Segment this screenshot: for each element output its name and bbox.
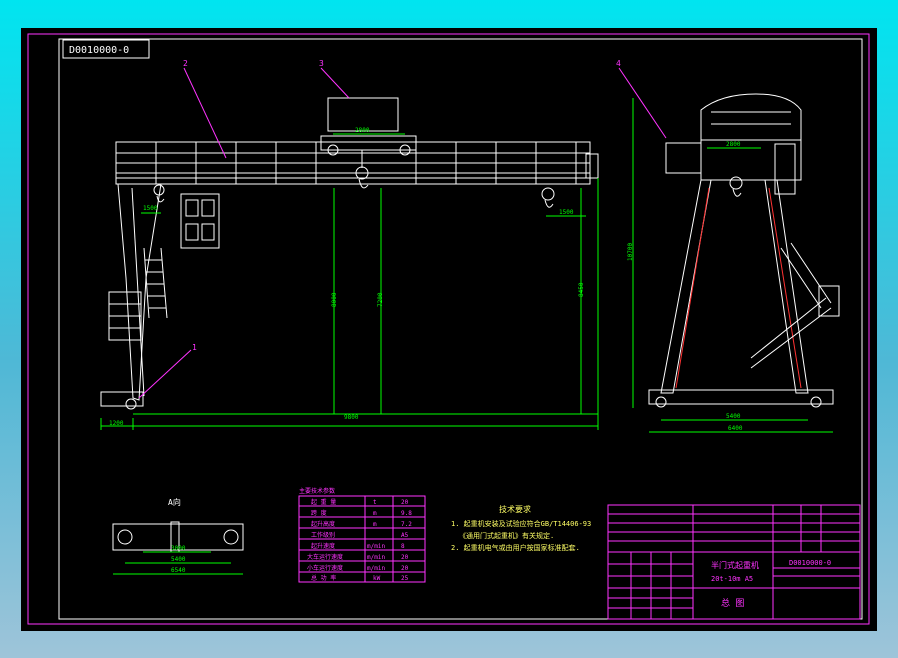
side-elevation [648, 93, 840, 408]
title-drawing-number: D0010000-0 [789, 559, 831, 567]
trolley-frame [320, 135, 417, 151]
spec-row-6-unit: m/min [367, 565, 385, 572]
side-leg-left [660, 179, 712, 394]
callout-3: 3 [319, 59, 324, 68]
spec-row-4-name: 起升速度 [311, 542, 335, 550]
callout-4: 4 [616, 59, 621, 68]
tech-req-line-1: 1. 起重机安装及试验应符合GB/T14406-93 [451, 519, 591, 528]
dim-plan-inner: 3000 [171, 545, 186, 552]
dim-side-base-outer: 6400 [728, 425, 743, 432]
spec-row-7-unit: kW [373, 575, 381, 582]
front-dimensions [100, 133, 599, 430]
title-block [607, 504, 861, 620]
side-dimensions [632, 98, 833, 433]
dim-hoist-height: 8000 [331, 292, 338, 307]
spec-row-0-value: 20 [401, 499, 409, 506]
inner-frame [58, 38, 863, 620]
dim-side-top: 2800 [726, 141, 741, 148]
dim-right-cantilever: 1500 [559, 209, 574, 216]
spec-row-1-name: 跨 度 [311, 509, 327, 517]
callout-2: 2 [183, 59, 188, 68]
plan-dimensions [113, 551, 243, 575]
electrical-cabinet [180, 193, 220, 249]
spec-row-3-value: A5 [401, 532, 409, 539]
dim-side-height: 10700 [627, 243, 634, 261]
spec-row-5-value: 20 [401, 554, 409, 561]
outer-frame [27, 33, 870, 625]
callout-leaders [138, 67, 667, 399]
tech-req-line-3: 2. 起重机电气或由用户按国家标准配套. [451, 543, 580, 552]
title-model: 20t-10m A5 [711, 575, 753, 583]
dim-plan-outer: 6540 [171, 567, 186, 574]
title-product-name: 半门式起重机 [711, 560, 759, 570]
spec-row-2-value: 7.2 [401, 521, 412, 528]
spec-row-5-unit: m/min [367, 554, 385, 561]
spec-row-5-name: 大车运行速度 [307, 553, 343, 561]
side-leg-right [764, 179, 809, 394]
dim-hoist-spacing: 2800 [355, 127, 370, 134]
spec-row-6-value: 20 [401, 565, 409, 572]
cad-drawing: D0010000-0 [27, 33, 870, 625]
spec-row-7-name: 总 功 率 [311, 574, 336, 582]
dim-left-offset: 1200 [109, 420, 124, 427]
spec-row-6-name: 小车运行速度 [307, 564, 343, 572]
callout-1: 1 [192, 343, 197, 352]
hoist-box [327, 97, 399, 132]
side-base [648, 389, 834, 405]
plan-view-label: A向 [168, 497, 181, 507]
tech-req-line-2: 《通用门式起重机》有关规定. [459, 531, 554, 540]
title-drawing-title: 总 图 [721, 597, 744, 609]
left-leg [117, 183, 162, 401]
spec-table [298, 495, 426, 583]
dim-side-base-inner: 5400 [726, 413, 741, 420]
dim-plan-mid: 5400 [171, 556, 186, 563]
spec-row-1-value: 9.8 [401, 510, 412, 517]
spec-row-0-name: 起 重 量 [311, 498, 336, 506]
spec-table-title: 主要技术参数 [299, 487, 335, 495]
spec-row-2-name: 起升高度 [311, 520, 335, 528]
drawing-number-box [62, 39, 150, 59]
left-ladder [143, 247, 168, 319]
side-hoist-cab [700, 93, 802, 141]
spec-row-2-unit: m [373, 521, 377, 528]
dim-lift-height: 7200 [377, 292, 384, 307]
spec-row-7-value: 25 [401, 575, 409, 582]
drawing-sheet: D0010000-0 [21, 28, 877, 631]
drawing-number-box-text: D0010000-0 [69, 45, 129, 56]
spec-row-3-name: 工作级别 [311, 531, 335, 539]
spec-row-0-unit: t [373, 499, 377, 506]
spec-table-cells: 起 重 量 t 20 跨 度 m 9.8 起升高度 m 7.2 工作级别 A5 … [307, 498, 412, 582]
spec-row-4-value: 8 [401, 543, 405, 550]
tech-req-title: 技术要求 [499, 504, 531, 514]
dim-left-cantilever: 1500 [143, 205, 158, 212]
dim-leg-height: 8450 [578, 282, 585, 297]
spec-row-4-unit: m/min [367, 543, 385, 550]
front-elevation [100, 97, 599, 410]
spec-row-1-unit: m [373, 510, 377, 517]
dim-span: 9800 [344, 414, 359, 421]
left-end-truck [100, 391, 144, 407]
